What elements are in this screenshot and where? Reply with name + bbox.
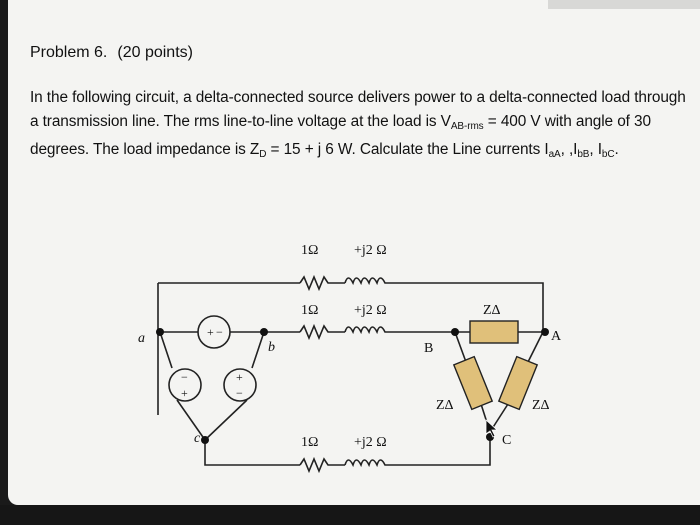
label-z-top: ZΔ [483, 303, 501, 318]
paper-page [8, 0, 700, 505]
label-l-bottom: +j2 Ω [354, 435, 387, 450]
source-ab-minus: − [216, 325, 223, 339]
node-c-dot [201, 436, 209, 444]
label-r-top: 1Ω [301, 243, 318, 258]
source-bc-minus: − [236, 386, 243, 400]
wire-b-src2 [251, 331, 265, 369]
load-z-left [452, 355, 494, 411]
paper-edge [548, 0, 700, 9]
statement-sub-iaa: aA [548, 149, 561, 160]
inductor-mid [344, 326, 400, 335]
source-bc-plus: + [236, 370, 243, 384]
node-B-dot [451, 328, 459, 336]
source-ab-plus: + [207, 325, 214, 339]
wire-top-right [400, 282, 544, 332]
node-b-dot [260, 328, 268, 336]
label-node-a: a [138, 331, 145, 346]
statement-part-1: In the following circuit, a delta-connec… [30, 89, 686, 130]
source-ca-plus: + [181, 386, 188, 400]
wire-src1-c [176, 399, 206, 441]
label-r-bottom: 1Ω [301, 435, 318, 450]
node-a-dot [156, 328, 164, 336]
wire-bottom-left [204, 440, 300, 466]
load-z-top [469, 320, 519, 344]
label-node-b: b [268, 340, 275, 355]
inductor-bottom [344, 459, 400, 468]
resistor-top [299, 274, 345, 292]
wire-A-zright [527, 331, 544, 363]
source-ca-minus: − [181, 370, 188, 384]
source-ca [168, 368, 202, 402]
resistor-bottom [299, 456, 345, 474]
problem-heading: Problem 6. (20 points) [30, 44, 193, 62]
wire-bottom-right [400, 437, 491, 466]
bottom-strip [0, 505, 700, 525]
statement-part-6: . [614, 141, 619, 158]
mouse-cursor-icon [485, 419, 499, 438]
label-z-left: ZΔ [436, 398, 454, 413]
resistor-mid [299, 323, 345, 341]
statement-sub-ibb: bB [577, 149, 590, 160]
wire-B-zleft [454, 331, 467, 363]
statement-part-5: , I [589, 141, 602, 158]
wire-a-src1 [159, 331, 173, 369]
label-node-c: c [194, 431, 201, 446]
statement-sub-ibc: bC [601, 149, 615, 160]
label-z-right: ZΔ [532, 398, 550, 413]
statement-sub-zd: D [259, 149, 267, 160]
problem-points: (20 points) [117, 44, 193, 61]
load-z-right [497, 355, 539, 411]
statement-sub-vab: AB-rms [450, 120, 484, 132]
node-A-dot [541, 328, 549, 336]
label-node-B: B [424, 341, 433, 356]
problem-statement: In the following circuit, a delta-connec… [30, 86, 690, 167]
label-r-mid: 1Ω [301, 303, 318, 318]
source-bc [223, 368, 257, 402]
problem-label: Problem 6. [30, 44, 108, 61]
statement-part-3: = 15 + j 6 W. Calculate the Line current… [266, 141, 549, 158]
label-l-top: +j2 Ω [354, 243, 387, 258]
wire-src2-c [204, 399, 248, 441]
statement-part-2: = 400 V with angle of 30 degrees. The lo… [30, 112, 651, 159]
statement-part-4: , ,I [560, 141, 578, 158]
label-l-mid: +j2 Ω [354, 303, 387, 318]
inductor-top [344, 277, 400, 286]
label-node-A: A [551, 329, 562, 344]
label-node-C: C [502, 433, 511, 448]
source-ab [197, 315, 231, 349]
